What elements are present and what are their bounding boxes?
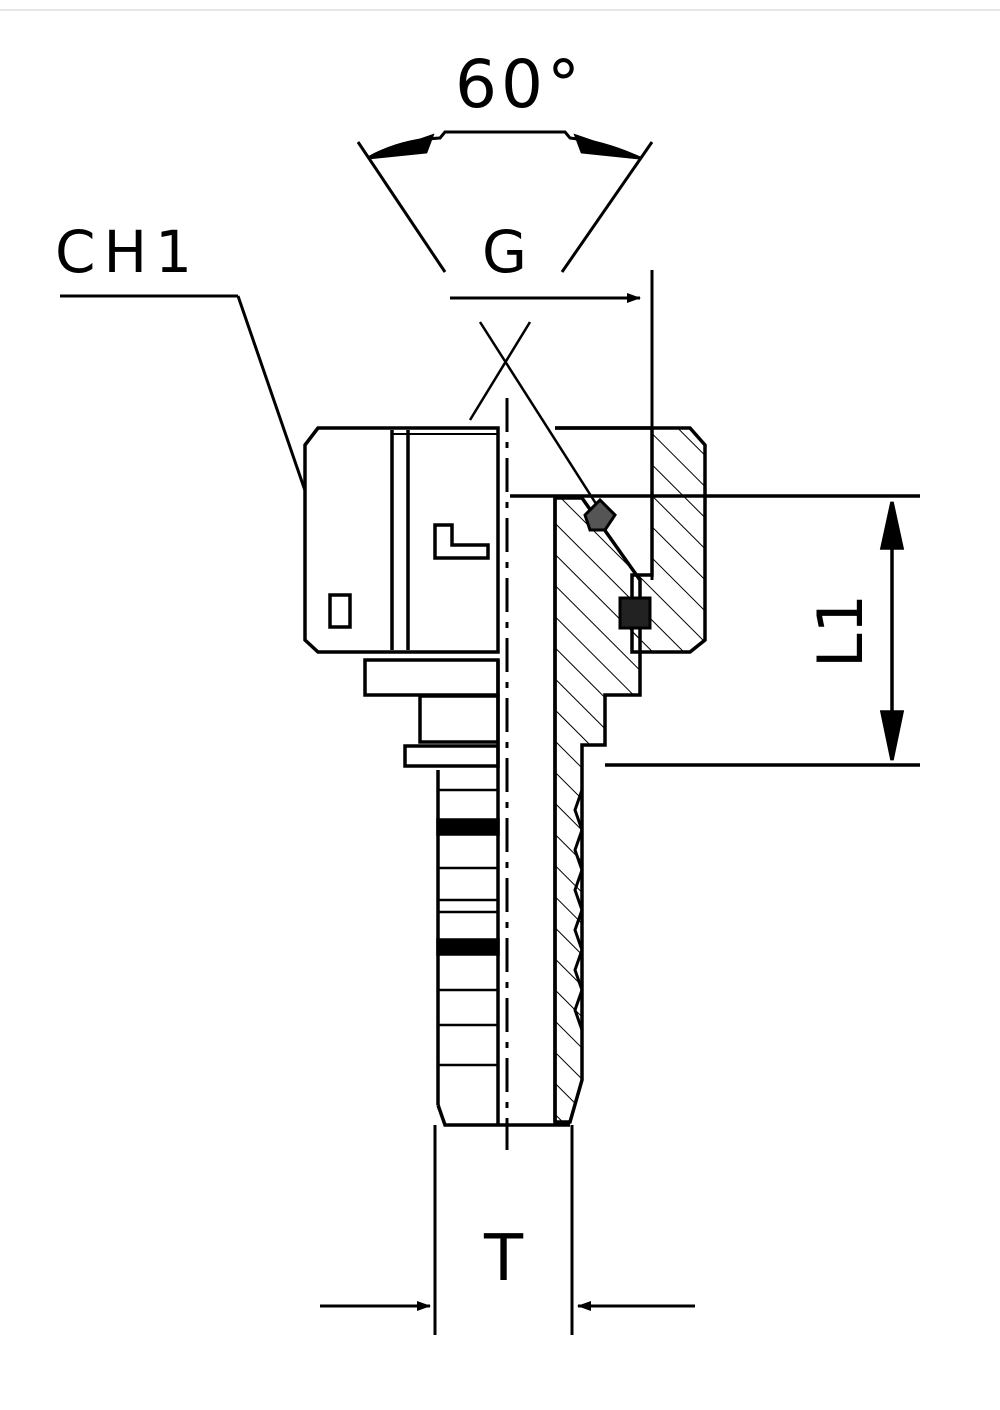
nut-marks bbox=[328, 523, 490, 629]
barb-teeth bbox=[573, 789, 584, 1031]
thread-label: G bbox=[482, 218, 527, 286]
angle-dimension bbox=[356, 130, 654, 273]
collar bbox=[363, 658, 500, 768]
nut-body bbox=[303, 426, 500, 654]
length-label: L1 bbox=[804, 594, 877, 668]
hex-leader bbox=[60, 294, 324, 541]
tail-dimension bbox=[320, 1125, 695, 1335]
cone-cross bbox=[468, 321, 602, 511]
seal-detail bbox=[583, 497, 652, 630]
angle-label: 60° bbox=[455, 46, 584, 123]
hose-tail bbox=[436, 660, 570, 1127]
length-dimension bbox=[510, 494, 920, 767]
nut-section bbox=[555, 426, 707, 654]
hex-label: CH1 bbox=[55, 218, 200, 286]
tail-label: T bbox=[483, 1222, 524, 1296]
nipple-section bbox=[553, 496, 642, 1124]
